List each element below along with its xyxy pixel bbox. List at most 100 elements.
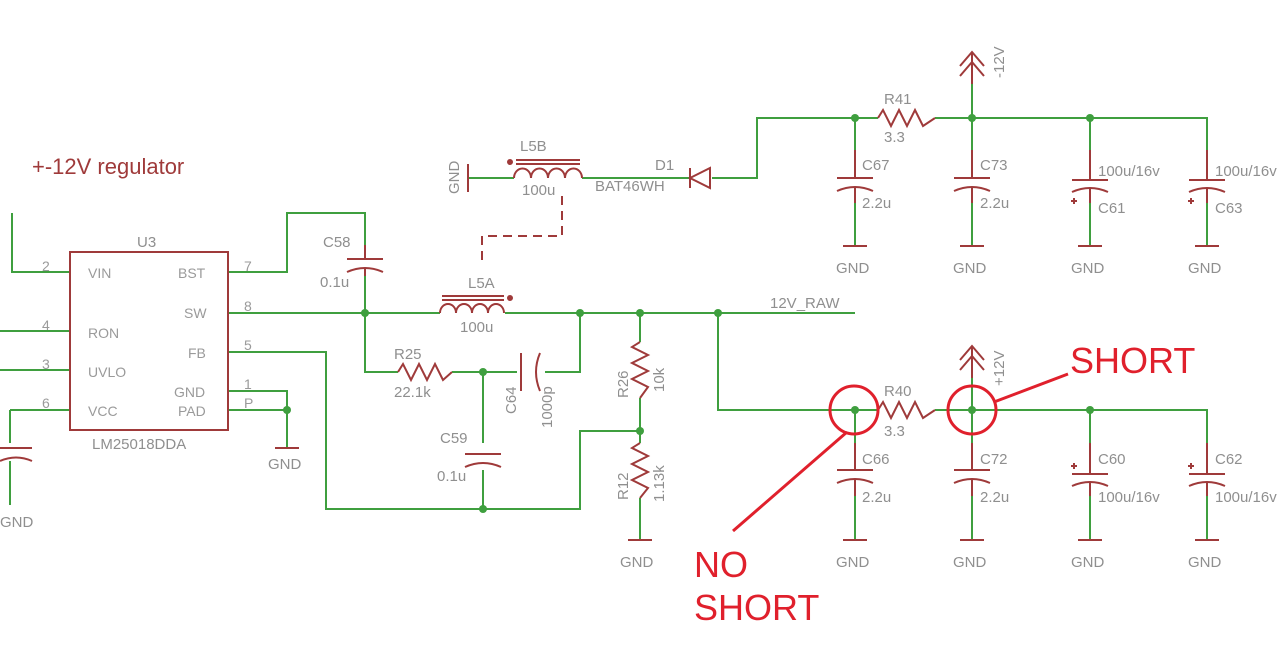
- r25-ref: R25: [394, 346, 422, 363]
- capacitor-c72: [953, 443, 991, 496]
- ic-pin-gnd: GND: [174, 384, 205, 400]
- c72-value: 2.2u: [980, 489, 1009, 506]
- ic-pin-vcc: VCC: [88, 403, 118, 419]
- c61-ref: C61: [1098, 200, 1126, 217]
- gnd-label-c67: GND: [836, 260, 870, 277]
- ic-pin-num-7: 7: [244, 258, 252, 274]
- c62-value: 100u/16v: [1215, 489, 1277, 506]
- ic-pin-bst: BST: [178, 265, 206, 281]
- l5a-ref: L5A: [468, 275, 495, 292]
- annotation-no-short-marker: [732, 384, 880, 533]
- net-label-neg12: -12V: [991, 46, 1008, 78]
- inductor-l5a: [439, 295, 513, 314]
- wires: [0, 84, 1208, 540]
- annotation-short-label: SHORT: [1070, 340, 1195, 381]
- capacitor-c59: [464, 453, 502, 468]
- c61-value: 100u/16v: [1098, 163, 1160, 180]
- resistor-r25: [397, 361, 453, 383]
- gnd-label-c63: GND: [1188, 260, 1222, 277]
- r12-value: 1.13k: [651, 465, 668, 502]
- resistor-r12: [629, 442, 651, 499]
- capacitor-c67: [836, 150, 874, 203]
- supply-neg12-symbol: [959, 50, 985, 84]
- ic-pin-sw: SW: [184, 305, 207, 321]
- capacitor-c63: [1188, 150, 1226, 204]
- ic-value: LM25018DDA: [92, 436, 186, 453]
- ic-pin-num-3: 3: [42, 356, 50, 372]
- c59-ref: C59: [440, 430, 468, 447]
- capacitor-c62: [1188, 443, 1226, 496]
- r40-ref: R40: [884, 383, 912, 400]
- c72-ref: C72: [980, 451, 1008, 468]
- c73-ref: C73: [980, 157, 1008, 174]
- r26-value: 10k: [651, 367, 668, 392]
- c63-value: 100u/16v: [1215, 163, 1277, 180]
- ic-pin-num-8: 8: [244, 298, 252, 314]
- ic-pin-num-6: 6: [42, 395, 50, 411]
- resistor-r41: [877, 107, 936, 129]
- r25-value: 22.1k: [394, 384, 431, 401]
- c66-ref: C66: [862, 451, 890, 468]
- annotation-no-short-label-2: SHORT: [694, 587, 819, 628]
- c58-value: 0.1u: [320, 274, 349, 291]
- ic-pin-vin: VIN: [88, 265, 111, 281]
- r41-value: 3.3: [884, 129, 905, 146]
- gnd-label-c61: GND: [1071, 260, 1105, 277]
- c60-value: 100u/16v: [1098, 489, 1160, 506]
- annotation-short-marker: [946, 372, 1069, 436]
- gnd-label-c60: GND: [1071, 554, 1105, 571]
- diode-d1: [687, 166, 711, 190]
- d1-value: BAT46WH: [595, 178, 665, 195]
- schematic-title: +-12V regulator: [32, 154, 184, 179]
- ic-pin-num-1: 1: [244, 376, 252, 392]
- gnd-label-l5b: GND: [446, 161, 463, 195]
- ic-pin-ron: RON: [88, 325, 119, 341]
- ic-pin-fb: FB: [188, 345, 206, 361]
- resistor-r40: [877, 399, 936, 421]
- capacitor-c61: [1071, 150, 1109, 204]
- c62-ref: C62: [1215, 451, 1243, 468]
- r41-ref: R41: [884, 91, 912, 108]
- ic-ref: U3: [137, 234, 156, 251]
- capacitor-c58: [346, 245, 384, 276]
- annotation-no-short-label-1: NO: [694, 544, 748, 585]
- capacitor-c64: [520, 352, 541, 392]
- capacitor-c73: [953, 150, 991, 203]
- gnd-label-c72: GND: [953, 554, 987, 571]
- ic-pin-num-4: 4: [42, 317, 50, 333]
- c64-value: 1000p: [539, 386, 556, 428]
- junctions: [283, 114, 1094, 513]
- ic-pin-uvlo: UVLO: [88, 364, 126, 380]
- capacitor-partial-left: [0, 447, 33, 505]
- c66-value: 2.2u: [862, 489, 891, 506]
- ic-pin-pad: PAD: [178, 403, 206, 419]
- c64-ref: C64: [503, 386, 520, 414]
- gnd-label-r12: GND: [620, 554, 654, 571]
- ic-u3: U3 LM25018DDA VIN 2 RON 4 UVLO 3 VCC 6 B…: [42, 234, 253, 453]
- l5b-ref: L5B: [520, 138, 547, 155]
- c73-value: 2.2u: [980, 195, 1009, 212]
- resistor-r26: [629, 341, 651, 399]
- ic-pin-num-5: 5: [244, 337, 252, 353]
- inductor-l5b: [507, 159, 583, 179]
- gnd-label-c66: GND: [836, 554, 870, 571]
- ic-pin-num-2: 2: [42, 258, 50, 274]
- supply-pos12-symbol: [959, 344, 985, 378]
- gnd-label-c73: GND: [953, 260, 987, 277]
- gnd-label-ic: GND: [268, 456, 302, 473]
- coupling-dashed-line: [481, 190, 563, 260]
- net-label-12v-raw: 12V_RAW: [770, 295, 840, 312]
- c67-value: 2.2u: [862, 195, 891, 212]
- c58-ref: C58: [323, 234, 351, 251]
- c67-ref: C67: [862, 157, 890, 174]
- c60-ref: C60: [1098, 451, 1126, 468]
- capacitor-c66: [836, 443, 874, 496]
- c63-ref: C63: [1215, 200, 1243, 217]
- l5b-value: 100u: [522, 182, 555, 199]
- gnd-label-c62: GND: [1188, 554, 1222, 571]
- l5a-value: 100u: [460, 319, 493, 336]
- gnd-label-partial: GND: [0, 514, 34, 531]
- ic-pin-num-p: P: [244, 395, 253, 411]
- capacitor-c60: [1071, 443, 1109, 496]
